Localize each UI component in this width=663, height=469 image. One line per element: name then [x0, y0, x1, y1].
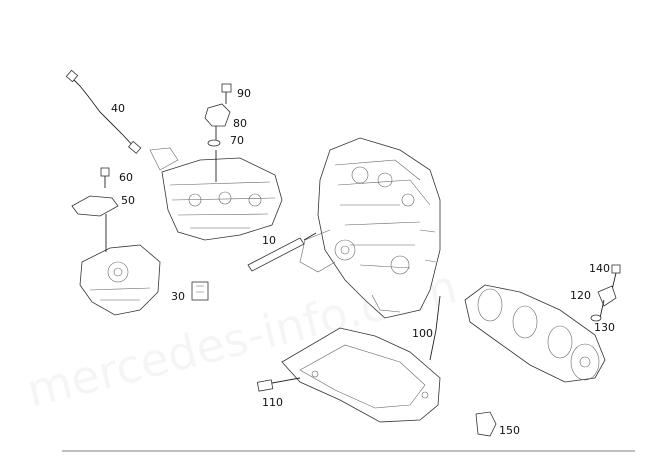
part-label-140[interactable]: 140 — [589, 262, 610, 275]
part-label-120[interactable]: 120 — [570, 289, 591, 302]
oil-pan — [281, 327, 441, 423]
sensor-cable-40 — [65, 69, 142, 154]
part-label-40[interactable]: 40 — [111, 102, 125, 115]
o-ring-80 — [207, 139, 221, 147]
part-label-100[interactable]: 100 — [412, 327, 433, 340]
crankshaft — [464, 284, 606, 383]
cylinder-head — [149, 147, 283, 241]
part-label-10[interactable]: 10 — [262, 234, 276, 247]
sensor-70 — [204, 103, 231, 140]
relay-30 — [191, 281, 209, 301]
glow-plug-10 — [247, 232, 317, 272]
sensor-110 — [256, 377, 301, 392]
part-label-30[interactable]: 30 — [171, 290, 185, 303]
bolt-60 — [100, 167, 110, 188]
part-label-50[interactable]: 50 — [121, 194, 135, 207]
sensor-50 — [71, 195, 119, 252]
part-label-130[interactable]: 130 — [594, 321, 615, 334]
sensor-120 — [597, 285, 617, 319]
bolt-90 — [221, 83, 232, 104]
sensor-150 — [475, 411, 497, 437]
part-label-70[interactable]: 80 — [233, 117, 247, 130]
part-label-110[interactable]: 110 — [262, 396, 283, 409]
part-label-150[interactable]: 150 — [499, 424, 520, 437]
o-ring-130 — [590, 314, 602, 322]
part-label-80[interactable]: 70 — [230, 134, 244, 147]
engine-assembly — [299, 137, 441, 319]
turbo-housing — [79, 244, 161, 316]
bolt-140 — [611, 264, 621, 291]
part-label-90[interactable]: 90 — [237, 87, 251, 100]
part-label-60[interactable]: 60 — [119, 171, 133, 184]
dipstick-100 — [429, 295, 441, 361]
